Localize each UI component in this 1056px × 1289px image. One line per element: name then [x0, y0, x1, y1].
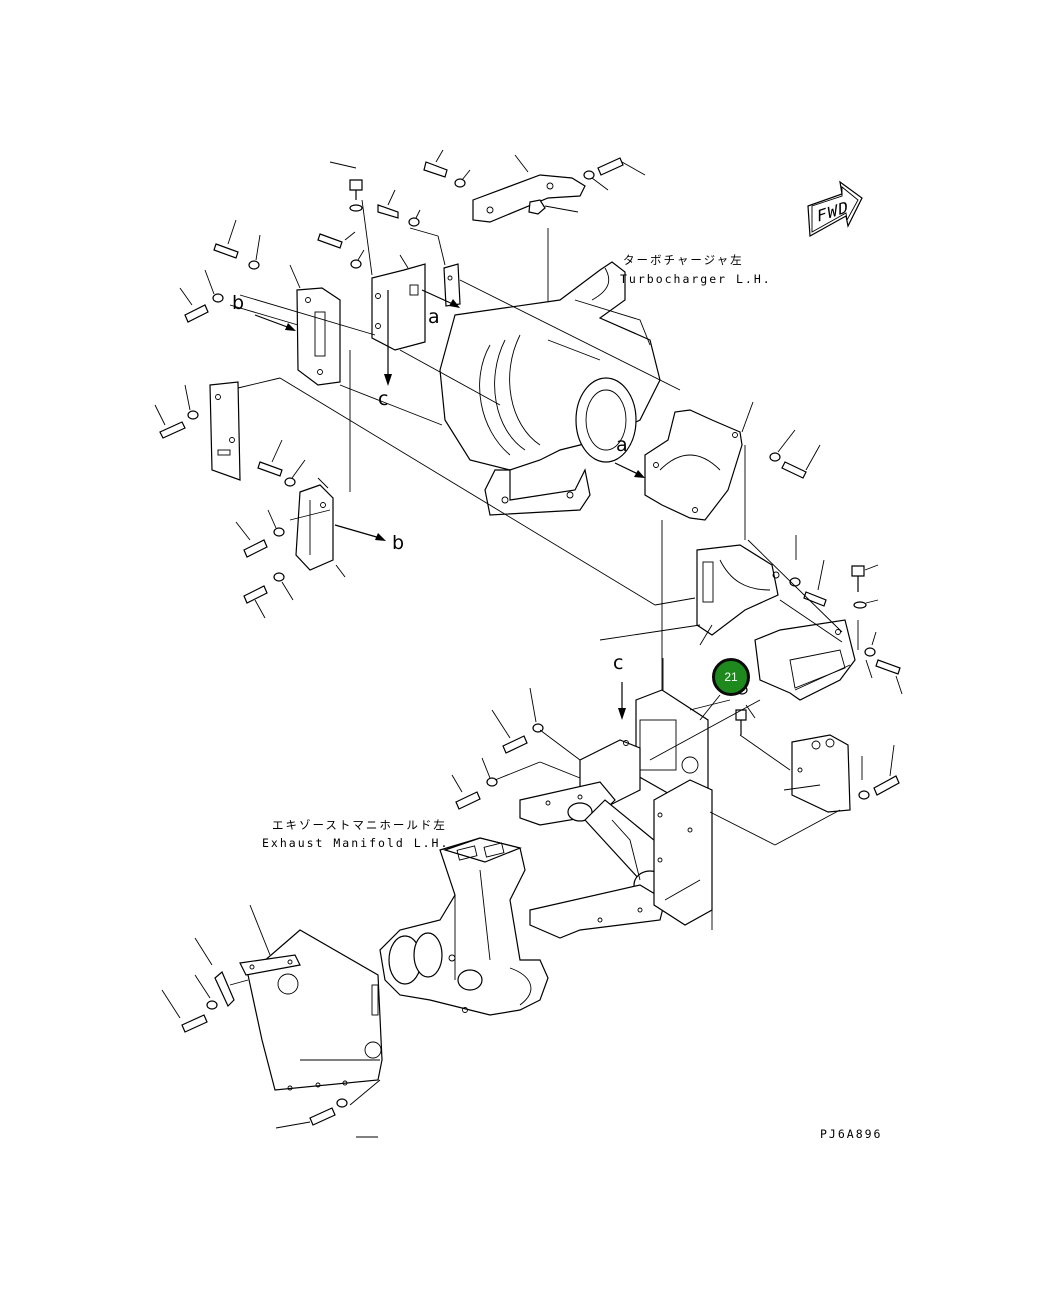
bolt-top-4: [597, 157, 646, 176]
arrow-b-lower: [334, 524, 386, 541]
lower-heat-shield: [247, 929, 383, 1091]
washer-manifold-2: [481, 757, 498, 787]
bolt-lower-left-3: [243, 585, 268, 619]
washer-lower-left-1: [284, 459, 306, 487]
heat-shield-mid: [696, 544, 780, 646]
arrow-a-upper: [421, 289, 460, 308]
assembly-lines: [229, 199, 859, 1106]
ref-letter-b-lower: b: [392, 532, 405, 554]
bolt-left-3: [179, 287, 209, 323]
arrow-c-upper: [384, 290, 392, 386]
bolt-top-2: [377, 189, 399, 219]
turbocharger-label-jp: ターボチャージャ左: [623, 253, 744, 267]
fwd-arrow-icon: [807, 180, 863, 237]
washer-right-2: [789, 535, 801, 587]
bolt-left-4: [154, 404, 186, 439]
bolt-right-5: [873, 744, 900, 796]
washer-left-3: [204, 269, 224, 303]
exhaust-manifold-label-en: Exhaust Manifold L.H.: [262, 836, 450, 850]
bolt-right-4: [875, 659, 903, 695]
lower-bracket-small: [194, 937, 235, 1008]
washer-left-2: [350, 249, 365, 269]
washer-right-5: [858, 756, 870, 800]
arrow-b-upper: [254, 314, 296, 331]
bolt-lower-2: [275, 1107, 336, 1129]
arrow-c-lower: [618, 682, 626, 720]
washer-lower-1: [194, 974, 218, 1010]
part-callout-21[interactable]: 21: [712, 658, 750, 696]
bolt-top-1: [329, 161, 363, 200]
manifold-block: [635, 658, 709, 801]
washer-top-4: [583, 170, 609, 191]
washer-left-4: [184, 384, 199, 420]
bolt-manifold-2: [451, 774, 481, 810]
bolt-right-3: [851, 564, 879, 592]
bolt-left-2: [317, 231, 356, 249]
bolt-lower-left-1: [257, 439, 283, 477]
manifold-flange: [653, 779, 713, 930]
ref-letter-b-upper: b: [232, 292, 245, 314]
ref-letter-c-lower: c: [613, 652, 624, 674]
callout-leader: [699, 694, 721, 721]
washer-top-3: [454, 169, 471, 188]
left-bracket-upper: [289, 264, 341, 386]
arrow-a-lower: [614, 462, 645, 478]
washer-manifold-1: [529, 687, 544, 733]
washer-left-1: [248, 234, 261, 270]
lower-clamp: [239, 904, 301, 976]
washer-lower-left-3: [273, 572, 294, 601]
bolt-right-2: [803, 559, 827, 607]
bolt-lower-left-2: [235, 521, 268, 558]
left-bracket-mid: [371, 254, 426, 351]
exhaust-manifold: [379, 837, 549, 1016]
turbocharger-body: [439, 261, 661, 516]
bolt-top-3: [423, 149, 448, 178]
washer-top-2: [408, 209, 421, 227]
washer-right-4: [864, 631, 877, 657]
washer-lower-2: [336, 1098, 348, 1108]
heat-shield-upper: [644, 401, 754, 521]
turbocharger-label-en: Turbocharger L.H.: [620, 272, 772, 286]
manifold-bracket: [519, 739, 641, 826]
drawing-code: PJ6A896: [820, 1127, 883, 1141]
washer-right-1: [769, 429, 796, 462]
bolt-left-1: [213, 219, 239, 259]
ref-letter-c-upper: c: [378, 388, 389, 410]
ref-letter-a-lower: a: [616, 434, 628, 456]
washer-top-1: [349, 204, 363, 212]
small-plate: [443, 263, 461, 307]
heat-shield-right: [754, 619, 856, 701]
washer-lower-left-2: [267, 509, 285, 537]
ref-letter-a-upper: a: [428, 306, 440, 328]
washer-right-3: [853, 599, 879, 609]
exhaust-manifold-label-jp: エキゾーストマニホールド左: [272, 818, 447, 832]
nut-top: [528, 199, 579, 215]
right-small-bracket: [783, 734, 851, 813]
bolt-right-1: [781, 444, 821, 479]
left-plate-lower: [209, 381, 241, 481]
bolt-manifold-1: [491, 709, 528, 754]
bolt-lower-1: [161, 989, 208, 1033]
left-bracket-lower: [295, 477, 346, 578]
